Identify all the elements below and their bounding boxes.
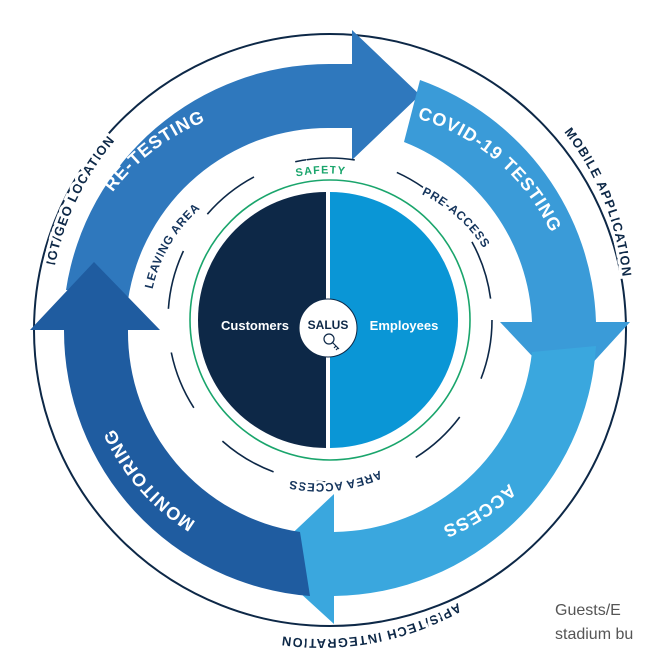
green-ring bbox=[189, 179, 471, 461]
employees-half bbox=[330, 192, 458, 448]
svg-text:AREA ACCESS: AREA ACCESS bbox=[288, 468, 384, 495]
customers-half bbox=[198, 192, 326, 448]
caption-line-1: Guests/E bbox=[555, 602, 621, 619]
covid-testing-arrow bbox=[404, 80, 630, 392]
inner-navy-ring bbox=[167, 157, 493, 483]
salus-badge bbox=[298, 298, 358, 358]
monitoring-arrow bbox=[30, 262, 310, 596]
caption-line-2: stadium bu bbox=[555, 626, 634, 643]
safety-label: SAFETY bbox=[292, 162, 348, 182]
svg-text:SAFETY: SAFETY bbox=[295, 164, 347, 179]
salus-badge-label: SALUS bbox=[308, 318, 349, 332]
key-icon bbox=[323, 333, 340, 351]
area-access-label: AREA ACCESS bbox=[285, 465, 386, 497]
retesting-arrow bbox=[66, 30, 420, 300]
customers-label: Customers bbox=[221, 318, 289, 333]
access-arrow bbox=[264, 346, 596, 624]
employees-label: Employees bbox=[370, 318, 439, 333]
